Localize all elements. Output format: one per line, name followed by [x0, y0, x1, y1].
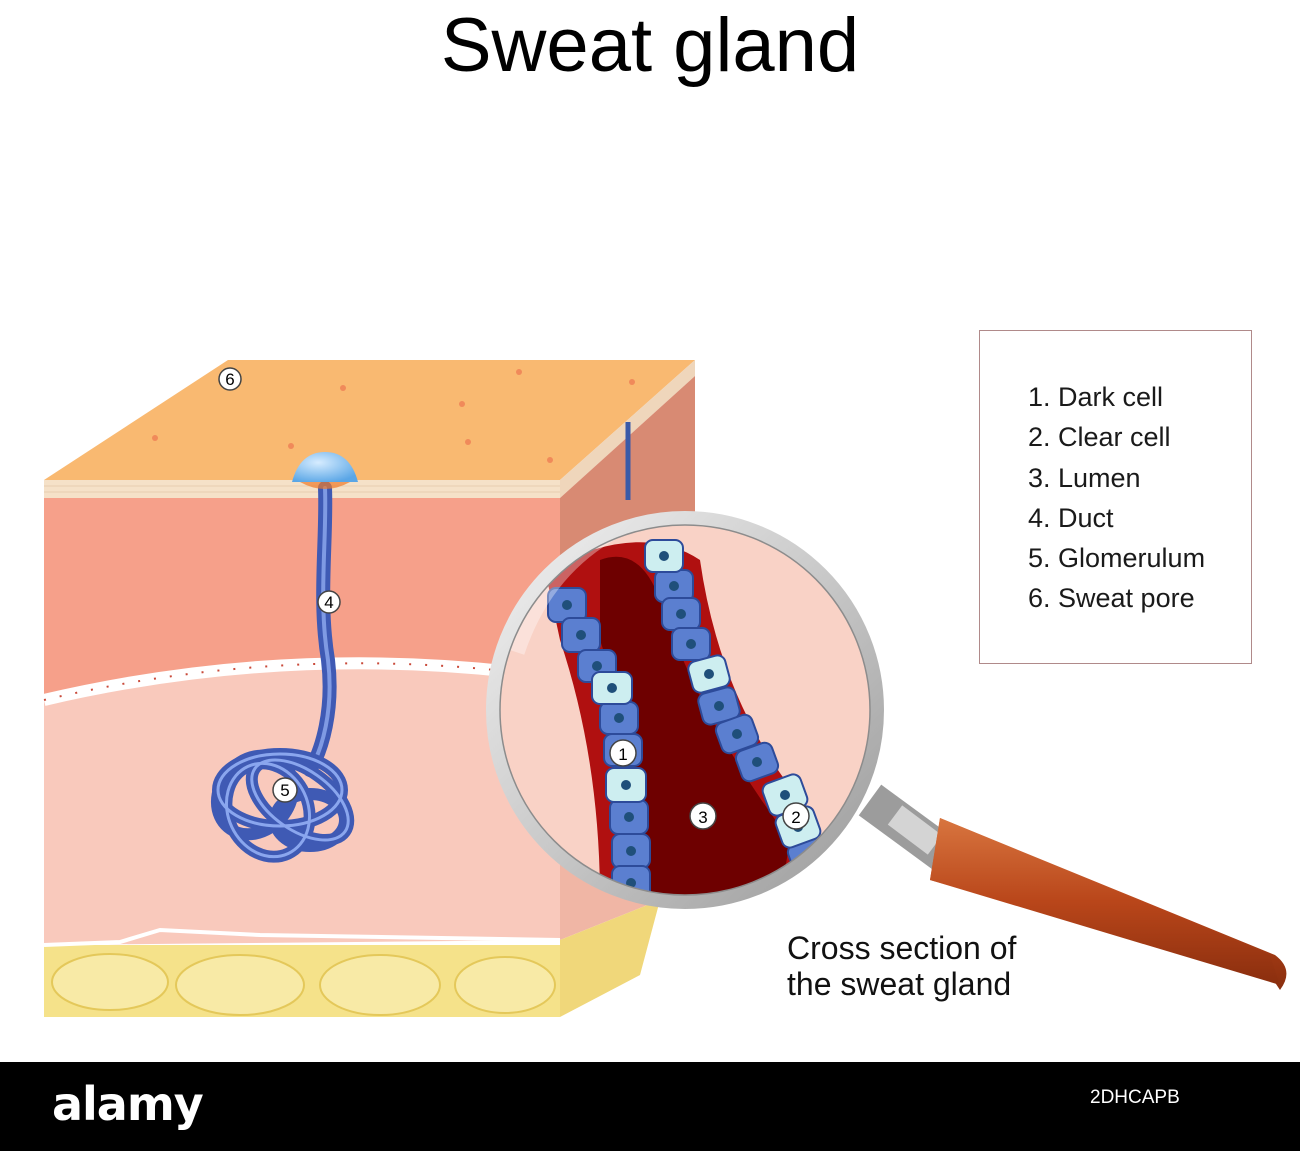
- watermark-logo: alamy: [52, 1077, 204, 1131]
- watermark-bar: [0, 1062, 1300, 1151]
- svg-text:4: 4: [324, 593, 333, 612]
- sweat-gland: [210, 452, 358, 863]
- svg-text:5: 5: [280, 781, 289, 800]
- diagram-title: Sweat gland: [440, 3, 860, 88]
- legend-item: 3. Lumen: [1028, 462, 1141, 493]
- legend-item: 4. Duct: [1028, 502, 1114, 533]
- legend-item: 2. Clear cell: [1028, 422, 1171, 453]
- marker-6: 6: [218, 367, 242, 391]
- legend-box: 1. Dark cell 2. Clear cell 3. Lumen 4. D…: [979, 330, 1252, 664]
- legend-item: 6. Sweat pore: [1028, 583, 1195, 614]
- svg-text:2: 2: [791, 808, 800, 827]
- marker-5: 5: [272, 777, 298, 803]
- epidermis-top-surface: [44, 360, 695, 480]
- svg-text:6: 6: [225, 370, 234, 389]
- magnifier-handle: [858, 784, 1287, 990]
- marker-2: 2: [782, 802, 810, 830]
- marker-4: 4: [317, 590, 341, 614]
- epidermis-front-edge: [44, 480, 560, 498]
- svg-text:1: 1: [618, 745, 627, 764]
- sweat-droplet: [292, 452, 358, 482]
- magnifier-rim: [486, 511, 884, 909]
- svg-text:3: 3: [698, 808, 707, 827]
- marker-1: 1: [609, 739, 637, 767]
- legend-list: 1. Dark cell 2. Clear cell 3. Lumen 4. D…: [1028, 377, 1205, 619]
- legend-item: 1. Dark cell: [1028, 382, 1164, 412]
- marker-3: 3: [689, 802, 717, 830]
- sweat-gland-illustration: 6 4 5 1 3 2: [42, 360, 1287, 1017]
- legend-item: 5. Glomerulum: [1028, 543, 1206, 574]
- caption-line-1: Cross section of: [787, 930, 1017, 966]
- caption-line-2: the sweat gland: [787, 966, 1012, 1002]
- basement-membrane: [42, 657, 561, 706]
- magnifier-caption: Cross section of the sweat gland: [787, 930, 1016, 1002]
- image-id: 2DHCAPB: [1090, 1087, 1180, 1108]
